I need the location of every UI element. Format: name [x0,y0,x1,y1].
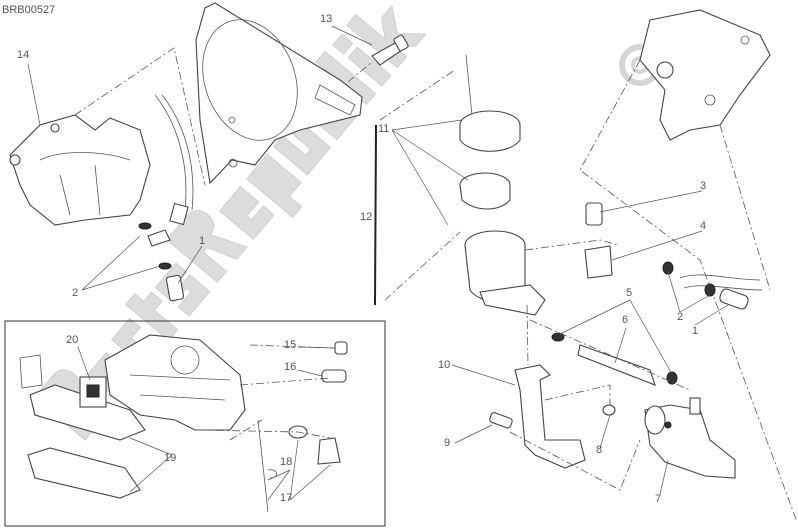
callout-5: 5 [626,287,633,299]
inset-box [4,320,386,527]
callout-15: 15 [284,339,297,351]
callout-19: 19 [164,452,177,464]
callout-17: 17 [280,492,293,504]
callout-1-right: 1 [692,325,699,337]
rear-brake-bracket [639,9,771,141]
callout-12: 12 [360,211,373,223]
callout-1-left: 1 [199,235,206,247]
brake-pad [29,384,146,441]
rear-brake-caliper [9,114,151,226]
callout-8: 8 [596,444,603,456]
callout-14: 14 [17,49,30,61]
brake-pad [27,447,141,499]
callout-6: 6 [622,314,629,326]
callout-10: 10 [438,359,451,371]
callout-4: 4 [700,220,707,232]
diagram-code: BRB00527 [2,4,56,16]
callout-16: 16 [284,361,297,373]
caliper-bracket [195,2,363,185]
callout-20: 20 [66,334,79,346]
rear-brake-master-cylinder [644,397,736,479]
callout-7: 7 [655,493,662,505]
callout-3: 3 [700,180,707,192]
callout-11: 11 [378,123,390,135]
callout-13: 13 [320,13,333,25]
callout-2-right: 2 [677,311,684,323]
callout-9: 9 [444,437,451,449]
callout-18: 18 [280,456,293,468]
leader-lines [27,25,729,501]
inset-caliper [104,334,246,431]
brake-fluid-reservoir [459,54,546,316]
callout-2-left: 2 [72,287,79,299]
